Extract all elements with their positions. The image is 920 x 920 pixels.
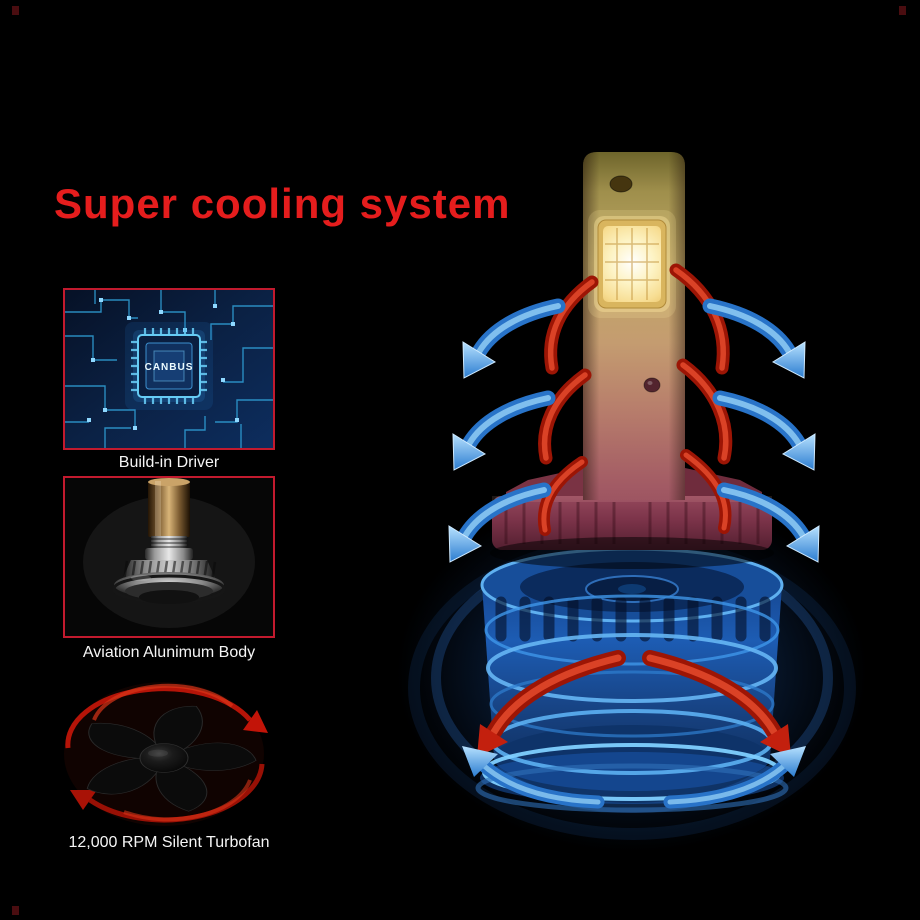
- corner-mark: [899, 6, 906, 15]
- arrowhead: [462, 746, 498, 777]
- led-grid: [605, 228, 659, 300]
- screw-dot: [643, 377, 661, 393]
- arrowhead: [462, 341, 497, 379]
- feature-caption-driver: Build-in Driver: [118, 454, 220, 471]
- red-swirl-arrows: [65, 683, 268, 823]
- blue-exhaust-arrow: [663, 757, 793, 809]
- feature-caption-turbofan: 12,000 RPM Silent Turbofan: [68, 834, 270, 851]
- feature-caption-aluminum: Aviation Alunimum Body: [82, 644, 256, 661]
- aluminum-body-art: [65, 478, 273, 636]
- red-exhaust-arrow: [642, 650, 782, 740]
- bulb-metal-body: [112, 478, 226, 604]
- turbofan-image: [54, 662, 278, 830]
- arrowhead: [760, 724, 791, 757]
- fan-blades: [86, 705, 257, 812]
- arrowhead: [781, 433, 816, 471]
- circuit-pattern: CANBUS: [65, 290, 273, 448]
- fan-hub: [139, 743, 189, 773]
- canbus-chip: CANBUS: [131, 328, 207, 404]
- blue-airflow-arrow: [716, 482, 811, 544]
- fin-slots: [495, 596, 771, 642]
- arrowhead: [448, 525, 483, 563]
- cool-air-arrows: [448, 298, 820, 563]
- top-hole: [609, 175, 633, 193]
- blue-airflow-arrow: [471, 298, 566, 360]
- collar-ridges: [504, 502, 760, 544]
- solder-pads: [87, 298, 239, 430]
- red-exhaust-arrow: [486, 650, 626, 740]
- chip-pins: [131, 328, 207, 404]
- corner-mark: [12, 906, 19, 915]
- aluminum-body-image: [63, 476, 275, 638]
- radial-fins: [122, 560, 217, 582]
- collar-flange: [492, 496, 772, 550]
- arrowhead: [771, 341, 806, 379]
- turbofan-art: [64, 682, 268, 826]
- chip-label: CANBUS: [145, 362, 194, 373]
- heat-trails: [538, 263, 733, 536]
- heatsink-drum: [475, 547, 789, 813]
- page-title: Super cooling system: [54, 180, 511, 227]
- blue-airflow-arrow: [457, 482, 552, 544]
- arrowhead: [770, 746, 806, 777]
- blue-airflow-arrow: [702, 298, 797, 360]
- exhaust-arrows: [462, 650, 806, 809]
- arrowhead: [452, 433, 487, 471]
- driver-feature-image: CANBUS: [63, 288, 275, 450]
- arrowhead: [477, 724, 508, 757]
- corner-mark: [12, 6, 19, 15]
- blue-exhaust-arrow: [475, 757, 605, 809]
- blue-airflow-arrow: [461, 390, 556, 452]
- led-chip-panel: [588, 210, 676, 318]
- blue-airflow-arrow: [712, 390, 807, 452]
- arrowhead: [785, 525, 820, 563]
- bulb-body: [583, 152, 685, 500]
